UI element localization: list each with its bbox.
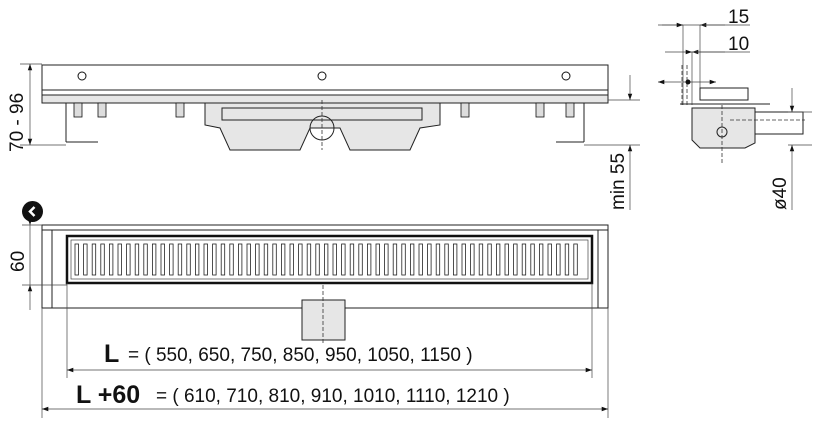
- side-elevation-view: 70 - 96 min 55: [7, 63, 640, 210]
- grate-slot: [203, 243, 208, 276]
- mounting-foot: [97, 102, 107, 118]
- length-label: L: [104, 340, 119, 368]
- grate-slot: [323, 243, 329, 276]
- grate-slot: [117, 243, 122, 276]
- grate-slot: [573, 243, 578, 276]
- grate-slot: [109, 243, 114, 276]
- total-length-values: = ( 610, 710, 810, 910, 1010, 1110, 1210…: [156, 386, 510, 407]
- grate-slot: [306, 243, 312, 276]
- width-dimension-label: 60: [8, 251, 29, 272]
- grate-slot: [220, 243, 226, 276]
- grate-slot: [375, 243, 380, 276]
- min-height-label: min 55: [608, 153, 629, 210]
- grate-slot: [151, 243, 157, 276]
- grate-slot: [194, 243, 200, 276]
- grate-slot: [263, 243, 269, 276]
- grate-slot: [427, 243, 432, 276]
- mounting-foot: [73, 102, 83, 118]
- grate-slot: [315, 243, 320, 276]
- mounting-foot: [535, 102, 545, 118]
- dimension-15-label: 15: [728, 7, 749, 28]
- mounting-foot: [565, 102, 575, 118]
- grate-slot: [83, 243, 88, 276]
- mounting-foot: [460, 102, 470, 118]
- grate-slot: [392, 243, 398, 276]
- grate-slot: [229, 243, 234, 276]
- grate-slot: [100, 243, 105, 276]
- grate-slot: [435, 243, 441, 276]
- section-view: 15 10 ø40: [658, 7, 812, 210]
- grate-slot: [272, 243, 277, 276]
- grate-slot: [478, 243, 484, 276]
- screw-hole: [561, 71, 571, 81]
- dimension-10-label: 10: [728, 34, 749, 55]
- height-dimension-label: 70 - 96: [7, 93, 28, 152]
- grate-slot: [212, 243, 217, 276]
- grate-slot: [487, 243, 492, 276]
- grate-slot: [126, 243, 131, 276]
- grate-slot: [504, 243, 509, 276]
- grate-slot: [547, 243, 552, 276]
- grate-slot: [74, 243, 79, 276]
- grate-slot: [452, 243, 458, 276]
- grate-slot: [539, 243, 544, 276]
- grate-slot: [255, 243, 260, 276]
- grate-slot: [289, 243, 294, 276]
- grate-slot: [160, 243, 165, 276]
- grate-slot: [246, 243, 251, 276]
- grate-slot: [470, 243, 475, 276]
- grate-slot: [556, 243, 561, 276]
- grate-slot: [349, 243, 355, 276]
- grate-slot: [461, 243, 466, 276]
- grate-slot: [530, 243, 535, 276]
- chevron-left-icon[interactable]: [22, 201, 43, 222]
- grate-slot: [366, 243, 372, 276]
- grate-slot: [384, 243, 389, 276]
- grate-slot: [444, 243, 449, 276]
- pipe-diameter-label: ø40: [770, 177, 791, 210]
- length-values: = ( 550, 650, 750, 850, 950, 1050, 1150 …: [128, 345, 473, 366]
- grate-slot: [143, 243, 148, 276]
- grate-slot: [237, 243, 243, 276]
- grate-slot: [341, 243, 346, 276]
- grate-slot: [358, 243, 363, 276]
- grate-slot: [401, 243, 406, 276]
- grate-slot: [418, 243, 423, 276]
- grate-slot: [332, 243, 337, 276]
- grate-slot: [91, 243, 97, 276]
- screw-hole: [77, 71, 87, 81]
- plan-view: 60 L = ( 550, 650, 750, 850, 950, 1050, …: [8, 218, 609, 418]
- grate-slot: [521, 243, 527, 276]
- grate-slot: [495, 243, 501, 276]
- grate-slot: [134, 243, 140, 276]
- grate-slot: [409, 243, 415, 276]
- grate-slot: [177, 243, 183, 276]
- total-length-label: L +60: [76, 381, 140, 409]
- grate-slot: [280, 243, 286, 276]
- grate-slot: [564, 243, 570, 276]
- grate-slot: [298, 243, 303, 276]
- mounting-foot: [175, 102, 185, 118]
- grate-slot: [169, 243, 174, 276]
- screw-hole: [317, 71, 327, 81]
- grate-slot: [513, 243, 518, 276]
- grate-slot: [186, 243, 191, 276]
